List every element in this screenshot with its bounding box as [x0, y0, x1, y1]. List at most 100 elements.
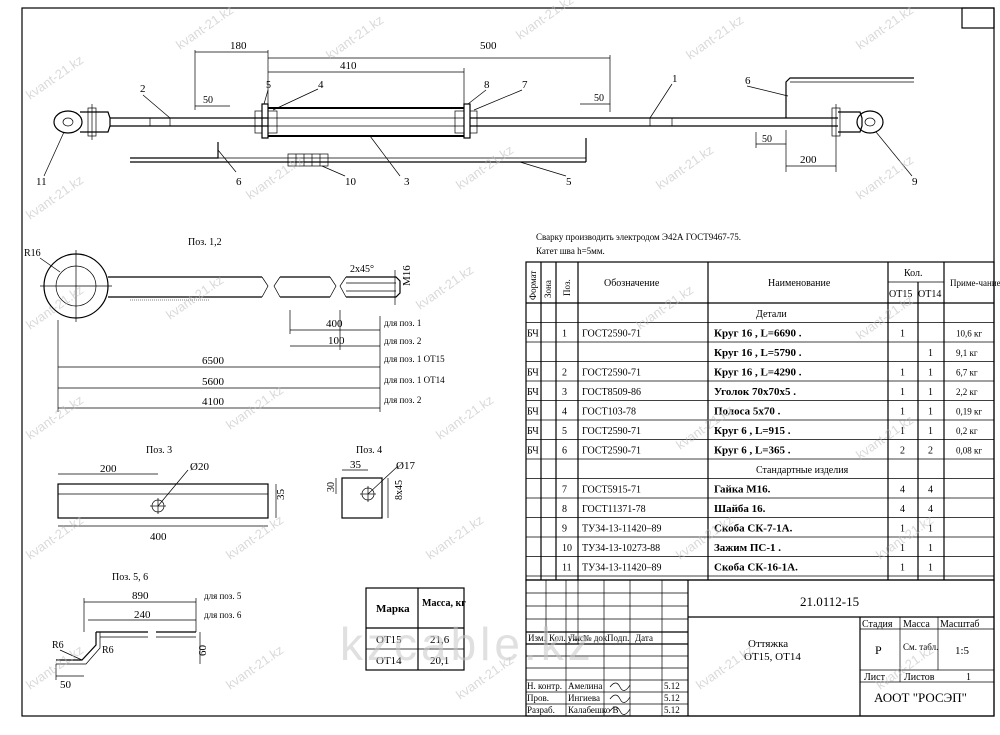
- dim-410: 410: [340, 60, 357, 72]
- pos4-h: 30: [326, 482, 337, 492]
- pos56-foot: 50: [60, 679, 72, 691]
- standard-row-5-pos: 11: [562, 563, 572, 574]
- callout-10: 10: [345, 176, 357, 188]
- standard-row-2-qty1: 4: [900, 504, 905, 515]
- standard-row-1-designation: ГОСТ5915-71: [582, 485, 641, 496]
- dim-50-bottom: 50: [762, 134, 772, 145]
- signature-mark-3: [609, 706, 631, 715]
- detail-row-7-qty1: 2: [900, 446, 905, 457]
- watermark-small-24: kvant-21.kz: [423, 512, 486, 562]
- standard-row-5-designation: ТУ34-13-11420–89: [582, 563, 661, 574]
- callout-8: 8: [484, 79, 490, 91]
- standard-row-3-pos: 9: [562, 524, 567, 535]
- pos4-side: 8x45: [394, 480, 405, 500]
- standard-row-1-name: Гайка М16.: [714, 484, 771, 496]
- detail-row-3-qty1: 1: [900, 368, 905, 379]
- spec-table-grid: [525, 261, 995, 581]
- watermark-small-4: kvant-21.kz: [513, 0, 576, 42]
- callout-7: 7: [522, 79, 528, 91]
- watermark-small-23: kvant-21.kz: [223, 512, 286, 562]
- detail-row-1-format: БЧ: [527, 329, 539, 340]
- watermark-small-15: kvant-21.kz: [633, 282, 696, 332]
- detail-row-5-name: Полоса 5х70 .: [714, 406, 781, 418]
- title-line2: ОТ15, ОТ14: [744, 651, 801, 663]
- rev-header-2: Кол. уч: [549, 633, 577, 643]
- standard-row-1-qty2: 4: [928, 485, 933, 496]
- title-line1: Оттяжка: [748, 638, 788, 650]
- detail-pos-5-6: [55, 598, 201, 680]
- detail-row-3-qty2: 1: [928, 368, 933, 379]
- pos12-radius: R16: [24, 248, 41, 259]
- pos12-dim-6500: 6500: [202, 355, 225, 367]
- pos3-height: 35: [275, 489, 287, 501]
- pos12-note-6500: для поз. 1 ОТ15: [384, 354, 445, 364]
- stage-value: Р: [875, 643, 882, 657]
- standard-row-5-name: Скоба СК-16-1А.: [714, 562, 798, 574]
- callout-5-left: 5: [266, 80, 271, 91]
- mass-value: См. табл.: [903, 642, 938, 652]
- standard-row-3-qty2: 1: [928, 524, 933, 535]
- pos12-title: Поз. 1,2: [188, 237, 222, 248]
- mass-row2-mark: ОТ14: [376, 655, 402, 667]
- detail-row-7-name: Круг 6 , L=365 .: [714, 445, 791, 457]
- pos56-note-890: для поз. 5: [204, 591, 242, 601]
- detail-row-7-format: БЧ: [527, 446, 539, 457]
- detail-row-7-pos: 6: [562, 446, 567, 457]
- standard-row-4-qty1: 1: [900, 543, 905, 554]
- detail-row-4-qty2: 1: [928, 387, 933, 398]
- standard-row-3-designation: ТУ34-13-11420–89: [582, 524, 661, 535]
- detail-pos-3: [57, 469, 277, 527]
- pos56-r2: R6: [102, 645, 114, 656]
- watermark-small-1: kvant-21.kz: [23, 52, 86, 102]
- callout-5: 5: [566, 176, 572, 188]
- spec-header-zone: Зона: [543, 280, 553, 298]
- callout-6: 6: [745, 75, 751, 87]
- signature-mark-2: [609, 694, 631, 703]
- callout-2: 2: [140, 83, 146, 95]
- signature-name-3: Калабешко В: [568, 705, 619, 715]
- detail-row-3-designation: ГОСТ2590-71: [582, 368, 641, 379]
- watermark-small-7: kvant-21.kz: [23, 172, 86, 222]
- pos3-total: 400: [150, 531, 167, 543]
- pos12-dim-4100: 4100: [202, 396, 225, 408]
- sheet-frame: [21, 7, 995, 717]
- detail-row-5-format: БЧ: [527, 407, 539, 418]
- detail-row-7-designation: ГОСТ2590-71: [582, 446, 641, 457]
- detail-row-6-qty1: 1: [900, 426, 905, 437]
- signature-role-1: Н. контр.: [527, 681, 562, 691]
- title-block-grid: [525, 579, 995, 717]
- watermark-small-17: kvant-21.kz: [23, 392, 86, 442]
- detail-row-1-qty1: 1: [900, 329, 905, 340]
- spec-header-note: Приме-чание: [950, 278, 1000, 288]
- detail-row-5-qty1: 1: [900, 407, 905, 418]
- dim-200: 200: [800, 154, 817, 166]
- detail-row-4-designation: ГОСТ8509-86: [582, 387, 641, 398]
- detail-row-2-name: Круг 16 , L=5790 .: [714, 347, 802, 359]
- spec-header-qty2: ОТ14: [918, 289, 941, 300]
- sheets-label: Листов: [904, 672, 935, 683]
- watermark-small-11: kvant-21.kz: [853, 152, 916, 202]
- note-weld-leg: Катет шва h=5мм.: [536, 246, 605, 256]
- detail-row-3-name: Круг 16 , L=4290 .: [714, 367, 802, 379]
- corner-box: [961, 7, 995, 29]
- pos3-title: Поз. 3: [146, 445, 172, 456]
- title-code: 21.0112-15: [800, 594, 859, 609]
- rev-header-1: Изм.: [528, 633, 546, 643]
- standard-row-5-qty1: 1: [900, 563, 905, 574]
- watermark-small-2: kvant-21.kz: [173, 2, 236, 52]
- pos12-note-400: для поз. 1: [384, 318, 421, 328]
- standard-row-2-qty2: 4: [928, 504, 933, 515]
- detail-pos-1-2: [39, 250, 401, 412]
- pos3-hole: Ø20: [190, 461, 209, 473]
- spec-header-format: Формат: [528, 271, 538, 300]
- mass-label: Масса: [903, 619, 930, 630]
- callout-4: 4: [318, 79, 324, 91]
- standard-row-4-pos: 10: [562, 543, 572, 554]
- detail-row-1-designation: ГОСТ2590-71: [582, 329, 641, 340]
- watermark-small-9: kvant-21.kz: [453, 142, 516, 192]
- spec-header-qty1: ОТ15: [889, 289, 912, 300]
- section-details: Детали: [756, 309, 787, 320]
- watermark-big: kzcable.kz: [340, 618, 595, 670]
- signature-name-1: Амелина: [568, 681, 602, 691]
